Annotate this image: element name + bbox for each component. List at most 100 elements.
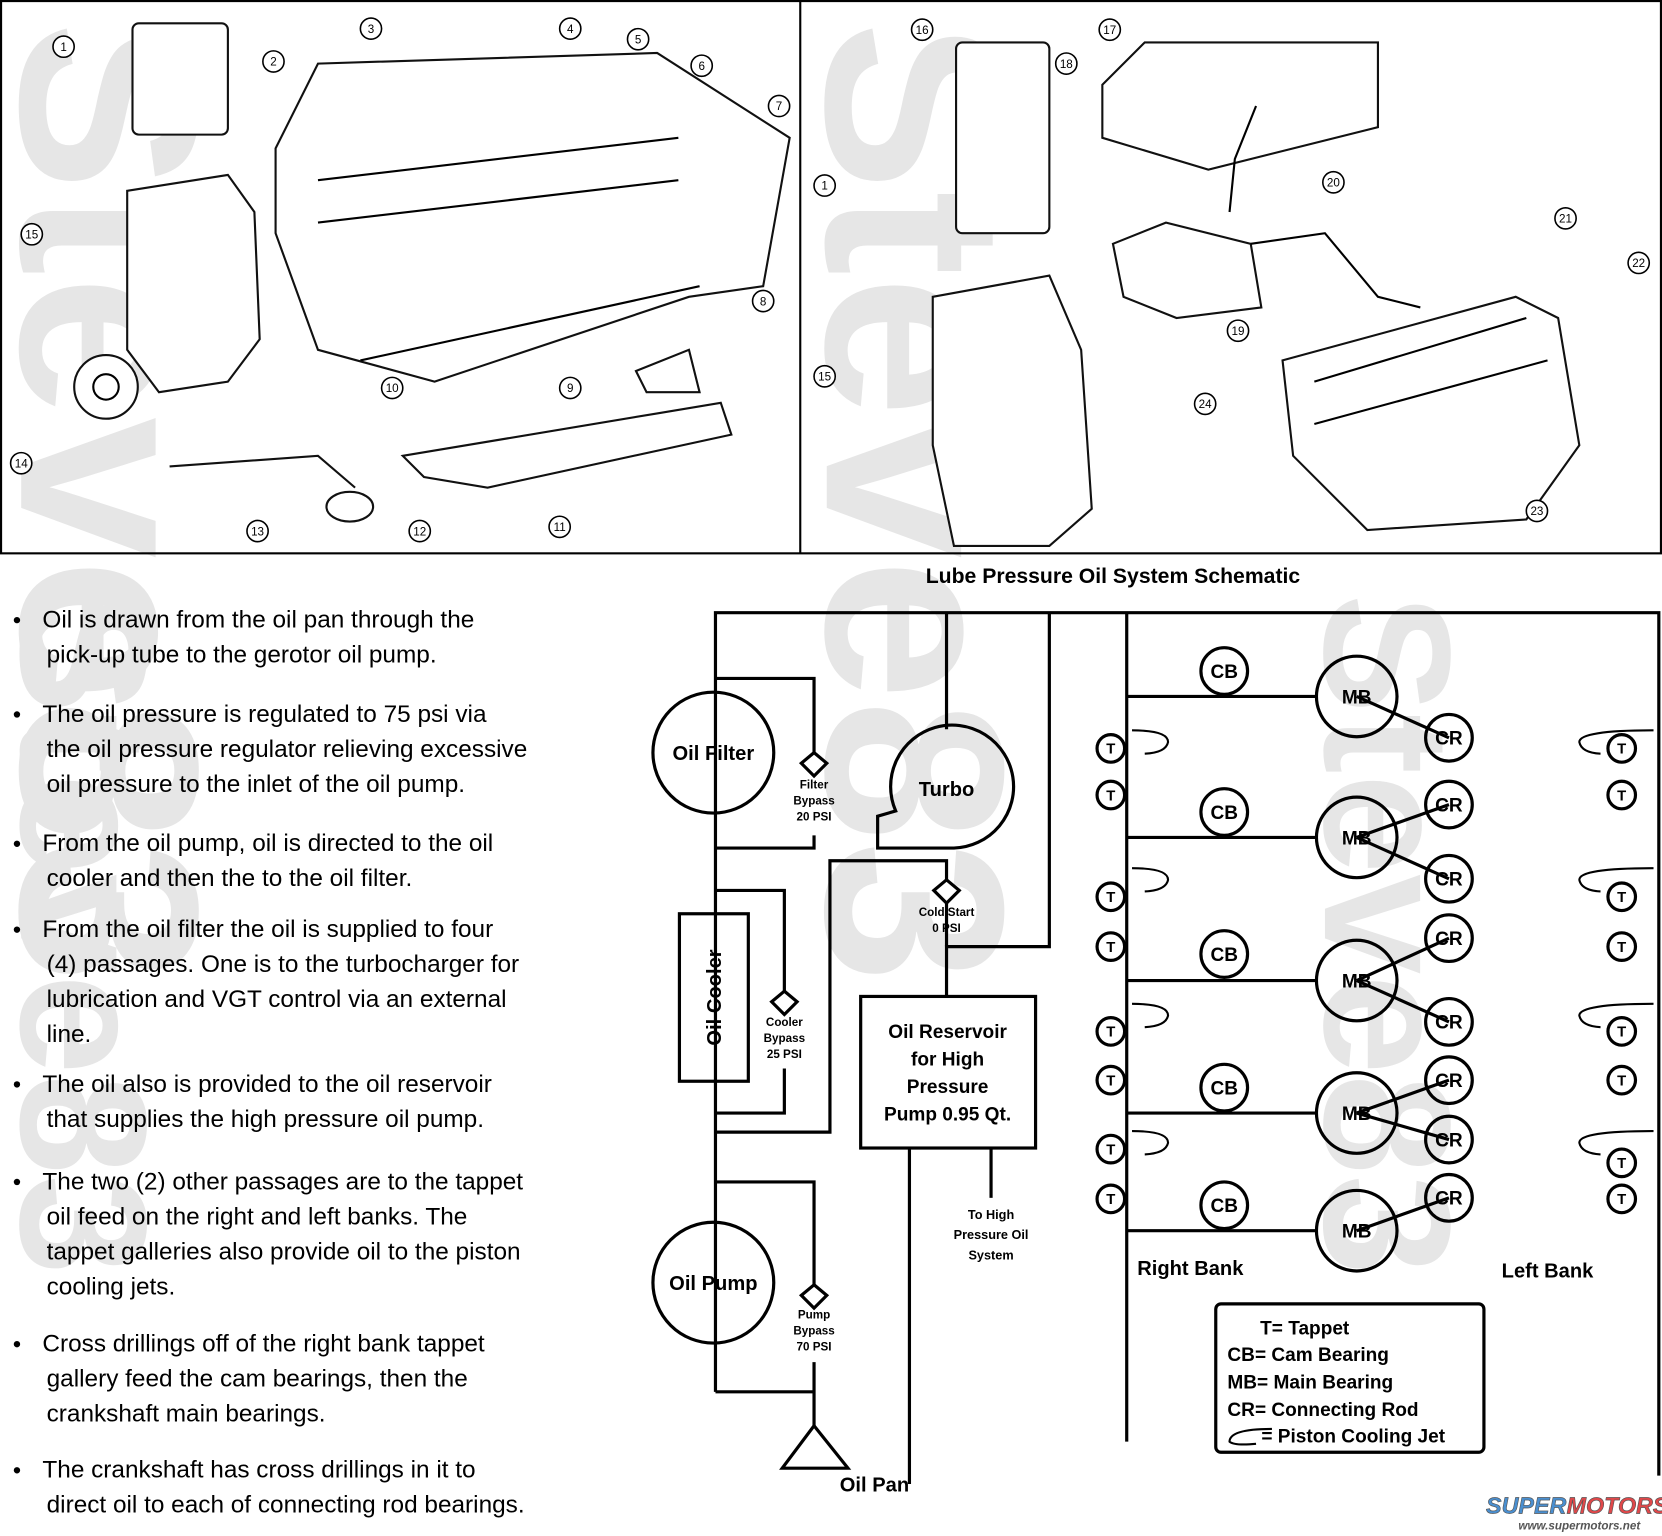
schematic-title: Lube Pressure Oil System Schematic xyxy=(926,565,1301,588)
piston-cooling-jet-icon xyxy=(1132,729,1170,755)
callout-number: 15 xyxy=(813,364,837,388)
connecting-rod xyxy=(1424,1114,1474,1165)
reservoir-label: for High xyxy=(911,1049,984,1070)
callout-number: 17 xyxy=(1098,18,1122,42)
bullet-item: The oil also is provided to the oil rese… xyxy=(13,1071,492,1133)
callout-label: 10 xyxy=(386,382,399,395)
callout-number: 12 xyxy=(408,519,432,543)
connecting-rod-label: CR xyxy=(1435,1013,1463,1034)
reservoir-label: Oil Reservoir xyxy=(888,1022,1007,1043)
oil-pump xyxy=(651,1220,776,1345)
tappet xyxy=(1095,881,1127,913)
bullet-item: From the oil pump, oil is directed to th… xyxy=(13,830,493,892)
cooler-bypass-label: 25 PSI xyxy=(767,1048,802,1061)
callout-number: 23 xyxy=(1525,499,1549,523)
bullet-text-line: The crankshaft has cross drillings in it… xyxy=(42,1457,475,1484)
piston-cooling-jet-icon xyxy=(1132,1130,1170,1156)
callout-circle xyxy=(1525,499,1549,523)
callout-circle xyxy=(246,519,269,543)
tappet-label: T xyxy=(1106,1142,1115,1158)
callout-circle xyxy=(626,27,650,51)
callout-number: 9 xyxy=(558,376,582,400)
bullet-text-line: that supplies the high pressure oil pump… xyxy=(47,1106,484,1133)
oil-pan-symbol xyxy=(779,1423,852,1470)
rod-line xyxy=(1356,1078,1450,1115)
callout-circle xyxy=(1322,170,1345,194)
legend-main-bearing: MB= Main Bearing xyxy=(1227,1373,1393,1394)
bullet-item: The two (2) other passages are to the ta… xyxy=(13,1168,523,1300)
cooler-bypass-label: Bypass xyxy=(764,1032,805,1045)
callout-number: 6 xyxy=(690,54,714,78)
callout-number: 7 xyxy=(767,94,791,118)
callout-number: 22 xyxy=(1627,251,1651,275)
callout-circle xyxy=(813,174,837,197)
bullet-dot xyxy=(13,926,21,933)
tappet-label: T xyxy=(1617,1192,1626,1208)
callout-circle xyxy=(359,17,383,41)
tappet xyxy=(1606,733,1638,764)
tappet-label: T xyxy=(1106,1074,1115,1090)
bullet-text-line: oil feed on the right and left banks. Th… xyxy=(47,1203,468,1230)
tappet xyxy=(1095,1183,1127,1215)
tappet xyxy=(1095,779,1127,811)
tappet-label: T xyxy=(1617,1074,1626,1090)
bullet-item: Cross drillings off of the right bank ta… xyxy=(13,1331,485,1428)
oil-reservoir xyxy=(859,994,1038,1150)
connecting-rod xyxy=(1424,1055,1474,1106)
callout-number: 10 xyxy=(380,376,404,400)
connecting-rod xyxy=(1424,1172,1474,1223)
bullet-text-line: cooler and then the to the oil filter. xyxy=(47,865,413,892)
main-bearing xyxy=(1314,1071,1399,1155)
bullet-text-line: direct oil to each of connecting rod bea… xyxy=(47,1492,525,1519)
rod-line xyxy=(1356,835,1450,881)
callout-label: 20 xyxy=(1327,177,1340,190)
pump-bypass-label: Pump xyxy=(798,1309,830,1322)
tappet xyxy=(1606,1147,1638,1179)
bullet-text-line: The oil also is provided to the oil rese… xyxy=(42,1071,491,1098)
callout-label: 24 xyxy=(1199,398,1212,411)
cam-bearing-label: CB xyxy=(1210,803,1238,824)
tappet xyxy=(1606,779,1638,811)
rod-line xyxy=(1356,936,1450,982)
oil-filter-label: Oil Filter xyxy=(673,743,755,765)
bullet-text-line: oil pressure to the inlet of the oil pum… xyxy=(47,771,465,798)
cold-start-label: 0 PSI xyxy=(932,922,960,935)
turbo xyxy=(876,723,1016,850)
callout-label: 14 xyxy=(15,457,28,470)
bullet-text-line: gallery feed the cam bearings, then the xyxy=(47,1366,468,1393)
callout-label: 2 xyxy=(270,56,276,69)
callout-circle xyxy=(380,376,404,400)
cold-start-valve-icon xyxy=(931,877,962,906)
callout-number: 2 xyxy=(262,50,285,73)
main-bearing-label: MB xyxy=(1342,687,1372,708)
callout-label: 19 xyxy=(1232,325,1245,338)
callout-circle xyxy=(1054,52,1078,75)
callout-number: 21 xyxy=(1554,206,1577,230)
callout-circle xyxy=(558,17,582,41)
cam-bearing-label: CB xyxy=(1210,945,1238,966)
engine-banks: CBCBCBCBCBMBMBMBMBMBCRCRCRCRCRCRCRCRTTTT… xyxy=(1095,646,1654,1273)
callout-circle xyxy=(1226,319,1250,343)
callout-number: 3 xyxy=(359,17,383,41)
tappet-label: T xyxy=(1106,1192,1115,1208)
cam-bearing xyxy=(1199,646,1250,696)
connecting-rod xyxy=(1424,779,1474,830)
bullet-text-line: lubrication and VGT control via an exter… xyxy=(47,986,507,1013)
legend-piston-cooling-jet: = Piston Cooling Jet xyxy=(1261,1427,1445,1448)
connecting-rod xyxy=(1424,712,1474,763)
piston-cooling-jet-icon xyxy=(1578,729,1654,755)
callout-circle xyxy=(20,222,44,246)
connecting-rod-label: CR xyxy=(1435,729,1463,750)
logo-url: www.supermotors.net xyxy=(1518,1520,1641,1533)
pump-bypass-label: Bypass xyxy=(793,1325,834,1338)
callout-number: 16 xyxy=(910,18,934,42)
pump-bypass-label: 70 PSI xyxy=(797,1340,832,1353)
callout-number: 15 xyxy=(20,222,44,246)
callout-circle xyxy=(262,50,285,73)
to-high-pressure-label: System xyxy=(968,1247,1013,1262)
callout-label: 6 xyxy=(698,60,704,73)
callout-circle xyxy=(548,515,572,539)
illustration-frame xyxy=(0,0,1662,555)
filter-bypass-label: 20 PSI xyxy=(797,810,832,823)
